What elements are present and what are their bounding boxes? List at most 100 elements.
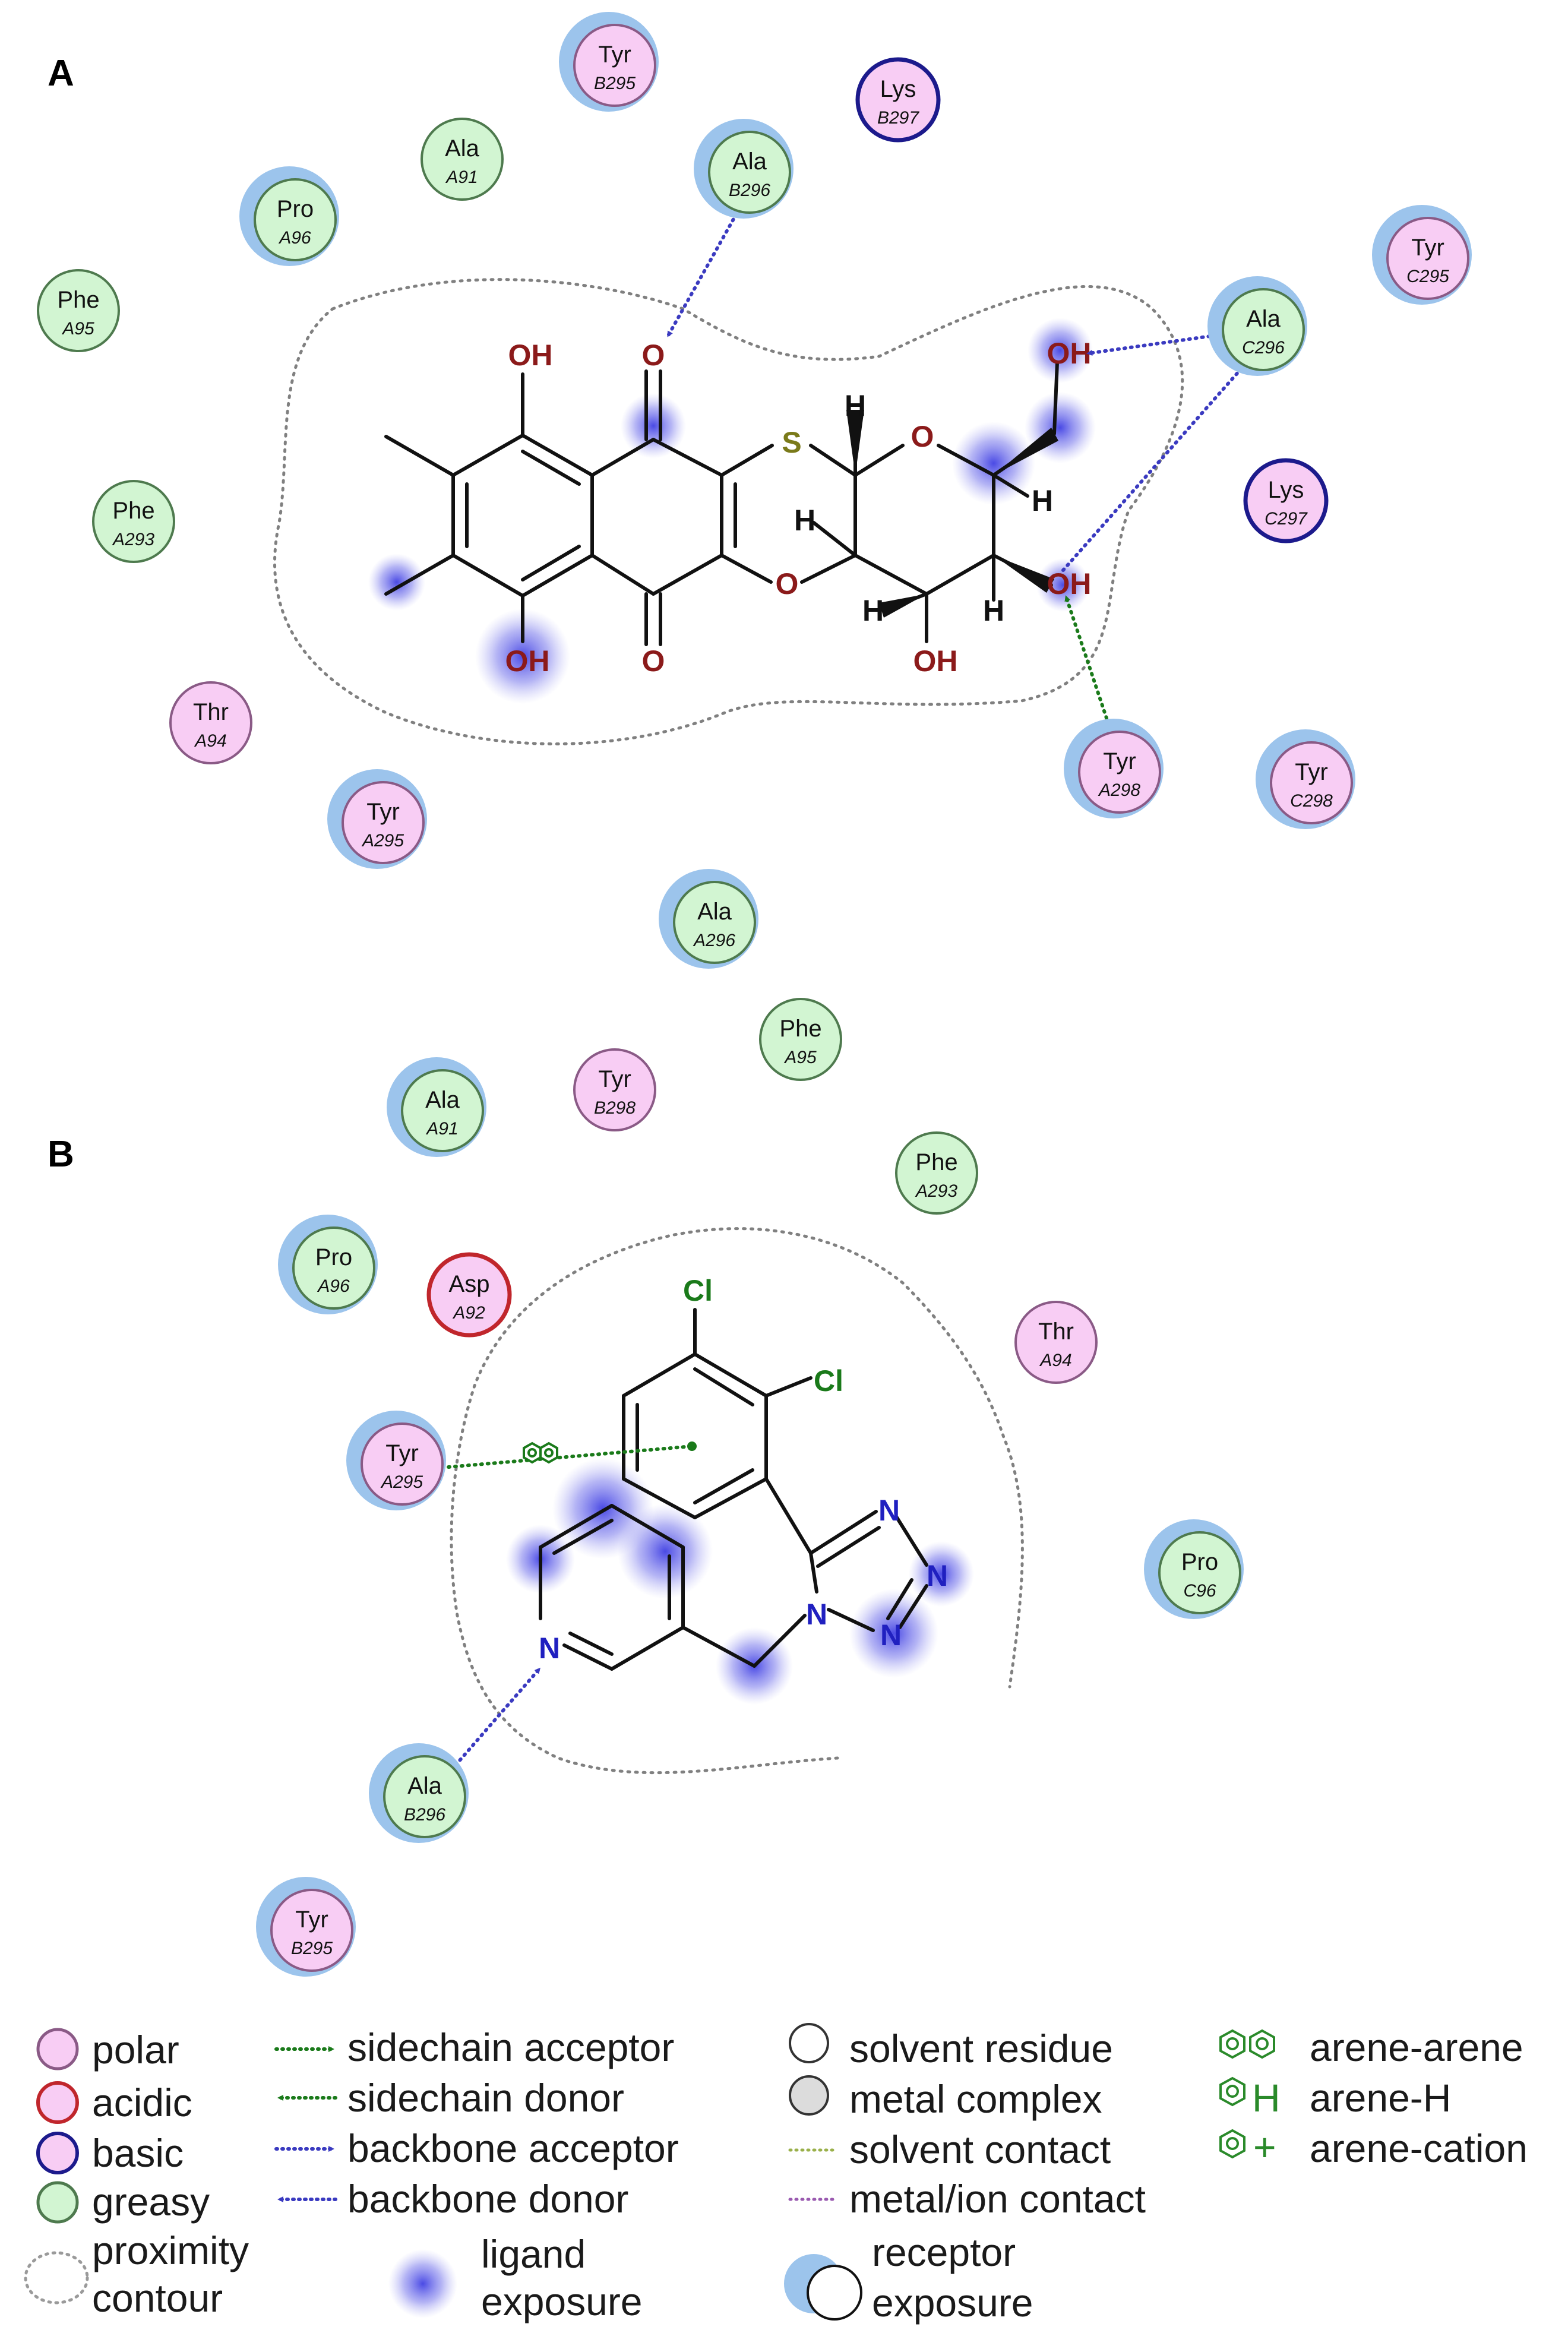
- ligand-a-wedges: [846, 410, 1058, 618]
- residue-id: A298: [1098, 780, 1140, 800]
- residue-id: C298: [1290, 791, 1333, 811]
- arene-arene-line: [447, 1444, 694, 1469]
- legend-arene-h-label: arene-H: [1310, 2076, 1451, 2120]
- residue-circle: [1158, 1531, 1241, 1614]
- legend-metal-ion-contact-label: metal/ion contact: [849, 2177, 1146, 2221]
- legend-greasy-swatch: [36, 2181, 79, 2224]
- residue-circle: [708, 131, 791, 214]
- atom-label: Cl: [814, 1364, 843, 1398]
- legend-arene-cation-label: arene-cation: [1310, 2126, 1528, 2170]
- ligand-a-bonds: [384, 361, 1059, 646]
- legend-basic-label: basic: [92, 2131, 184, 2175]
- panel-label-a: A: [48, 53, 74, 94]
- legend-ligand-label: ligand: [481, 2232, 586, 2276]
- residue-id: B296: [404, 1805, 445, 1825]
- residue-id: A91: [445, 167, 478, 187]
- arene-centroid: [687, 1441, 697, 1451]
- residue-name: Tyr: [385, 1440, 419, 1466]
- residue-name: Phe: [112, 498, 154, 524]
- sidechain-donor-line: [1064, 595, 1112, 732]
- legend-sidechain-acceptor-label: sidechain acceptor: [347, 2025, 674, 2069]
- legend-polar-swatch: [36, 2028, 79, 2070]
- ligand-a-atoms: OH O S H O OH H H O H H OH O OH OH: [505, 337, 1092, 678]
- atom-label: N: [927, 1559, 948, 1592]
- residue-name: Pro: [277, 196, 314, 222]
- backbone-acceptor-line: [450, 1667, 541, 1772]
- legend-exposure-label: exposure: [481, 2280, 643, 2323]
- residue-name: Pro: [1181, 1549, 1218, 1575]
- legend-metal-complex-label: metal complex: [849, 2077, 1102, 2121]
- legend-proximity-swatch: [24, 2251, 89, 2304]
- legend-arene-h-icon: [1219, 2076, 1245, 2107]
- residue-id: A95: [783, 1048, 817, 1067]
- residue-id: A295: [361, 831, 404, 851]
- legend-solvent-residue-swatch: [789, 2023, 829, 2063]
- legend-ligand-exposure-swatch: [388, 2249, 457, 2318]
- residue-name: Tyr: [1411, 235, 1444, 261]
- residue-circle: [361, 1422, 444, 1506]
- atom-label: N: [806, 1598, 827, 1631]
- residue-id: A96: [278, 228, 311, 248]
- atom-label: OH: [1047, 567, 1092, 600]
- ligand-exposure-b: [506, 1458, 974, 1705]
- legend-solvent-residue-label: solvent residue: [849, 2027, 1113, 2070]
- proximity-contour-b: [450, 1227, 1024, 1775]
- residue-circle: [573, 24, 656, 107]
- atom-label: S: [782, 426, 801, 459]
- atom-label: N: [880, 1618, 902, 1652]
- atom-label: N: [539, 1632, 560, 1665]
- atom-label: H: [1032, 484, 1053, 517]
- legend-arene-arene-icon: [1219, 2029, 1275, 2059]
- residue-id: A94: [1039, 1351, 1071, 1370]
- residue-circle: [1270, 741, 1353, 824]
- atom-label: OH: [505, 644, 550, 678]
- backbone-acceptor-line: [666, 212, 738, 337]
- ligand-b-atoms: Cl Cl N N N N N: [539, 1274, 948, 1665]
- residue-id: A293: [112, 530, 154, 549]
- legend-metal-complex-swatch: [789, 2075, 829, 2116]
- residue-name: Tyr: [598, 42, 631, 68]
- residue-id: C296: [1242, 338, 1285, 358]
- residue-name: Tyr: [598, 1066, 631, 1092]
- residue-circle: [254, 178, 337, 261]
- residue-id: C96: [1183, 1581, 1216, 1601]
- atom-label: O: [642, 339, 665, 372]
- residue-name: Phe: [57, 287, 99, 313]
- atom-label: H: [983, 594, 1004, 627]
- residue-id: A293: [915, 1181, 957, 1201]
- legend-polar-label: polar: [92, 2028, 179, 2072]
- residue-name: Ala: [445, 135, 480, 162]
- residue-name: Ala: [732, 148, 767, 175]
- legend-solvent-contact-label: solvent contact: [849, 2127, 1111, 2171]
- residue-circle: [573, 1048, 656, 1131]
- residue-id: A95: [61, 319, 94, 339]
- residue-id: A91: [425, 1119, 458, 1139]
- residue-id: A92: [452, 1303, 485, 1323]
- legend-backbone-acceptor-label: backbone acceptor: [347, 2126, 679, 2170]
- residue-circle: [759, 998, 842, 1081]
- residue-circle: [342, 781, 425, 864]
- atom-label: N: [878, 1494, 900, 1527]
- residue-id: B295: [594, 74, 636, 93]
- residue-circle: [1386, 217, 1469, 300]
- atom-label: OH: [1047, 337, 1092, 370]
- legend-sidechain-donor-label: sidechain donor: [347, 2076, 624, 2120]
- residue-name: Tyr: [1103, 748, 1136, 774]
- residue-name: Tyr: [1295, 759, 1328, 785]
- residue-id: A296: [693, 931, 735, 950]
- legend-receptor-label: receptor: [872, 2230, 1016, 2274]
